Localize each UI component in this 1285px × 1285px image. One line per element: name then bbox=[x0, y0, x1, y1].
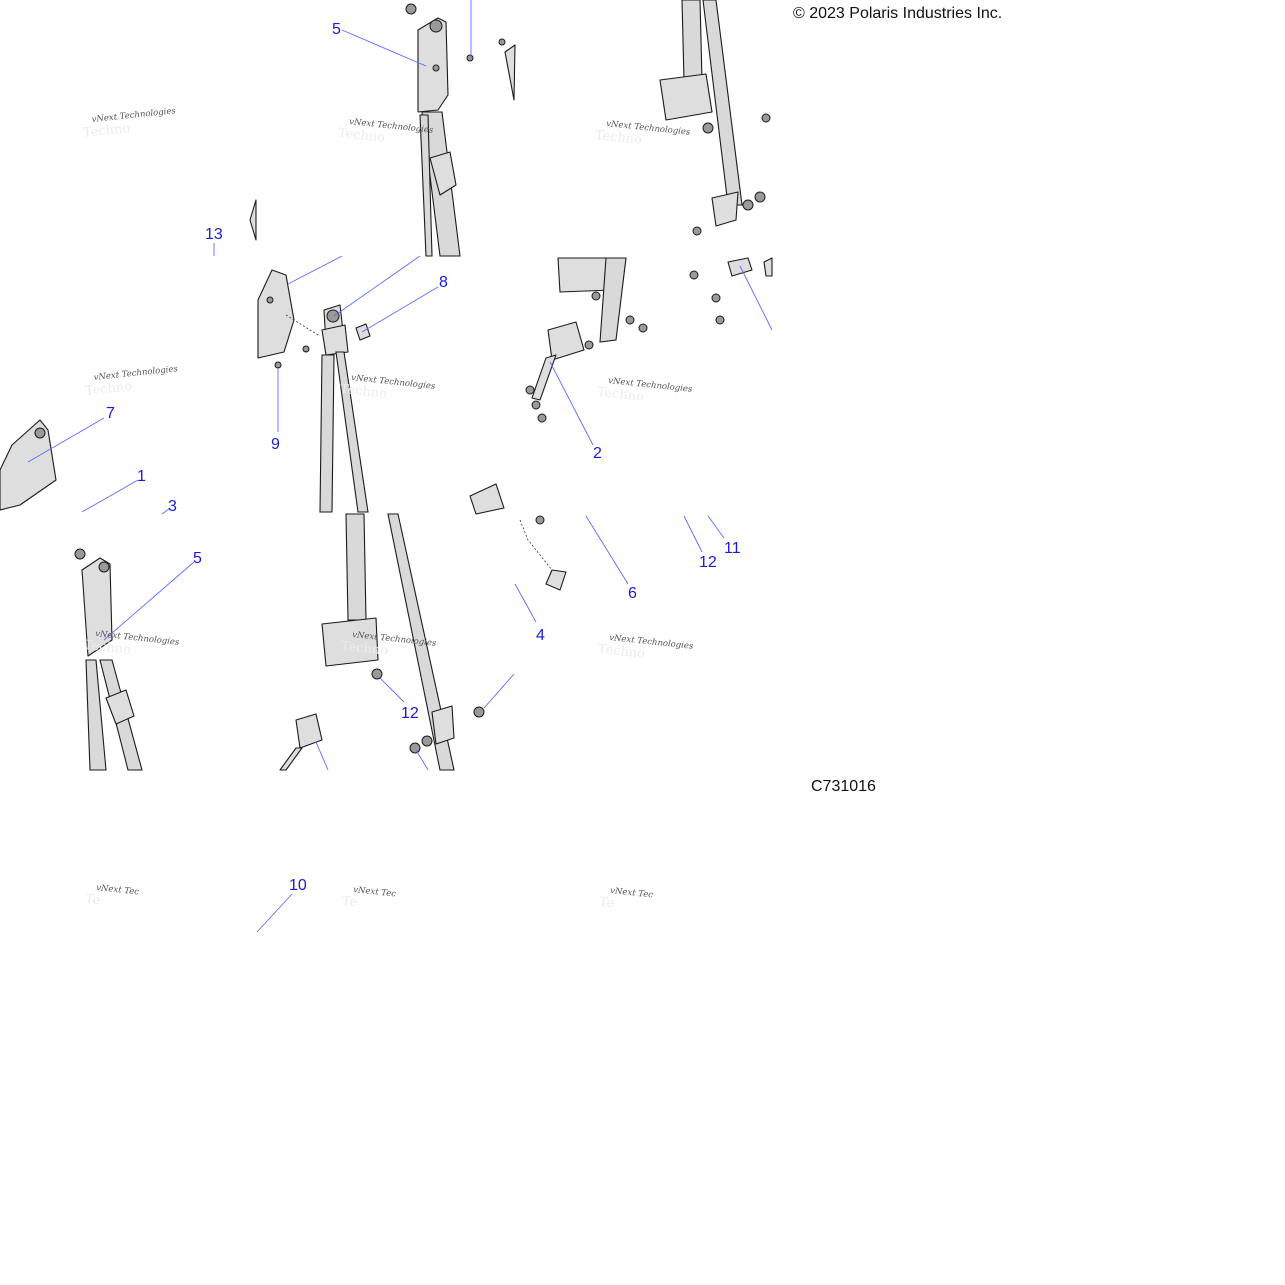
callout-label: 6 bbox=[628, 585, 637, 602]
callout-label: 11 bbox=[724, 540, 741, 557]
callout-label: 1 bbox=[137, 468, 146, 485]
svg-text:vNext Tec: vNext Tec bbox=[610, 886, 654, 900]
svg-text:Techno: Techno bbox=[84, 379, 133, 399]
callout-label: 2 bbox=[593, 445, 602, 462]
svg-text:Te: Te bbox=[598, 895, 615, 912]
upper-right-retractor-assembly bbox=[659, 0, 771, 236]
svg-text:Techno: Techno bbox=[594, 128, 643, 148]
leader-lines bbox=[27, 0, 773, 933]
svg-text:Techno: Techno bbox=[596, 385, 645, 405]
callout-label: 5 bbox=[193, 550, 202, 567]
copyright-notice: © 2023 Polaris Industries Inc. bbox=[793, 5, 1003, 22]
callout-label: 13 bbox=[205, 226, 223, 243]
buckle-with-harness bbox=[469, 483, 567, 591]
figure-id: C731016 bbox=[811, 778, 876, 795]
lower-belt-buckle-assembly bbox=[319, 304, 371, 513]
svg-text:Techno: Techno bbox=[83, 638, 132, 658]
seat-belt-sensor-harness bbox=[689, 257, 773, 325]
callout-label: 12 bbox=[699, 554, 717, 571]
callout-label: 10 bbox=[289, 877, 307, 894]
callout-label: 3 bbox=[168, 498, 177, 515]
svg-text:Te: Te bbox=[341, 894, 358, 911]
callout-label: 4 bbox=[536, 627, 545, 644]
callout-label: 9 bbox=[271, 436, 280, 453]
callout-label: 5 bbox=[332, 21, 341, 38]
callout-label: 7 bbox=[106, 405, 115, 422]
lower-left-shoulder-anchor bbox=[74, 548, 143, 771]
svg-text:Techno: Techno bbox=[337, 126, 386, 146]
svg-text:Techno: Techno bbox=[82, 121, 131, 141]
retractor-with-buckle bbox=[525, 257, 648, 423]
upper-left-shoulder-anchor bbox=[405, 3, 516, 257]
svg-text:Techno: Techno bbox=[339, 382, 388, 402]
svg-text:Te: Te bbox=[84, 892, 101, 909]
svg-text:Techno: Techno bbox=[597, 642, 646, 662]
lower-retractor-assembly bbox=[279, 513, 485, 771]
mount-bracket-plate bbox=[249, 199, 319, 369]
callout-label: 8 bbox=[439, 274, 448, 291]
floor-anchor-bracket bbox=[0, 419, 57, 511]
watermark-text: vNext Technologies bbox=[93, 364, 179, 383]
svg-text:vNext Tec: vNext Tec bbox=[353, 885, 397, 899]
callout-labels: 5 13 8 9 7 1 3 2 5 4 6 12 11 12 10 bbox=[106, 21, 741, 894]
callout-label: 12 bbox=[401, 705, 419, 722]
svg-text:Techno: Techno bbox=[340, 639, 389, 659]
watermark-text: vNext Technologies bbox=[91, 106, 177, 125]
svg-text:vNext Tec: vNext Tec bbox=[96, 883, 140, 897]
